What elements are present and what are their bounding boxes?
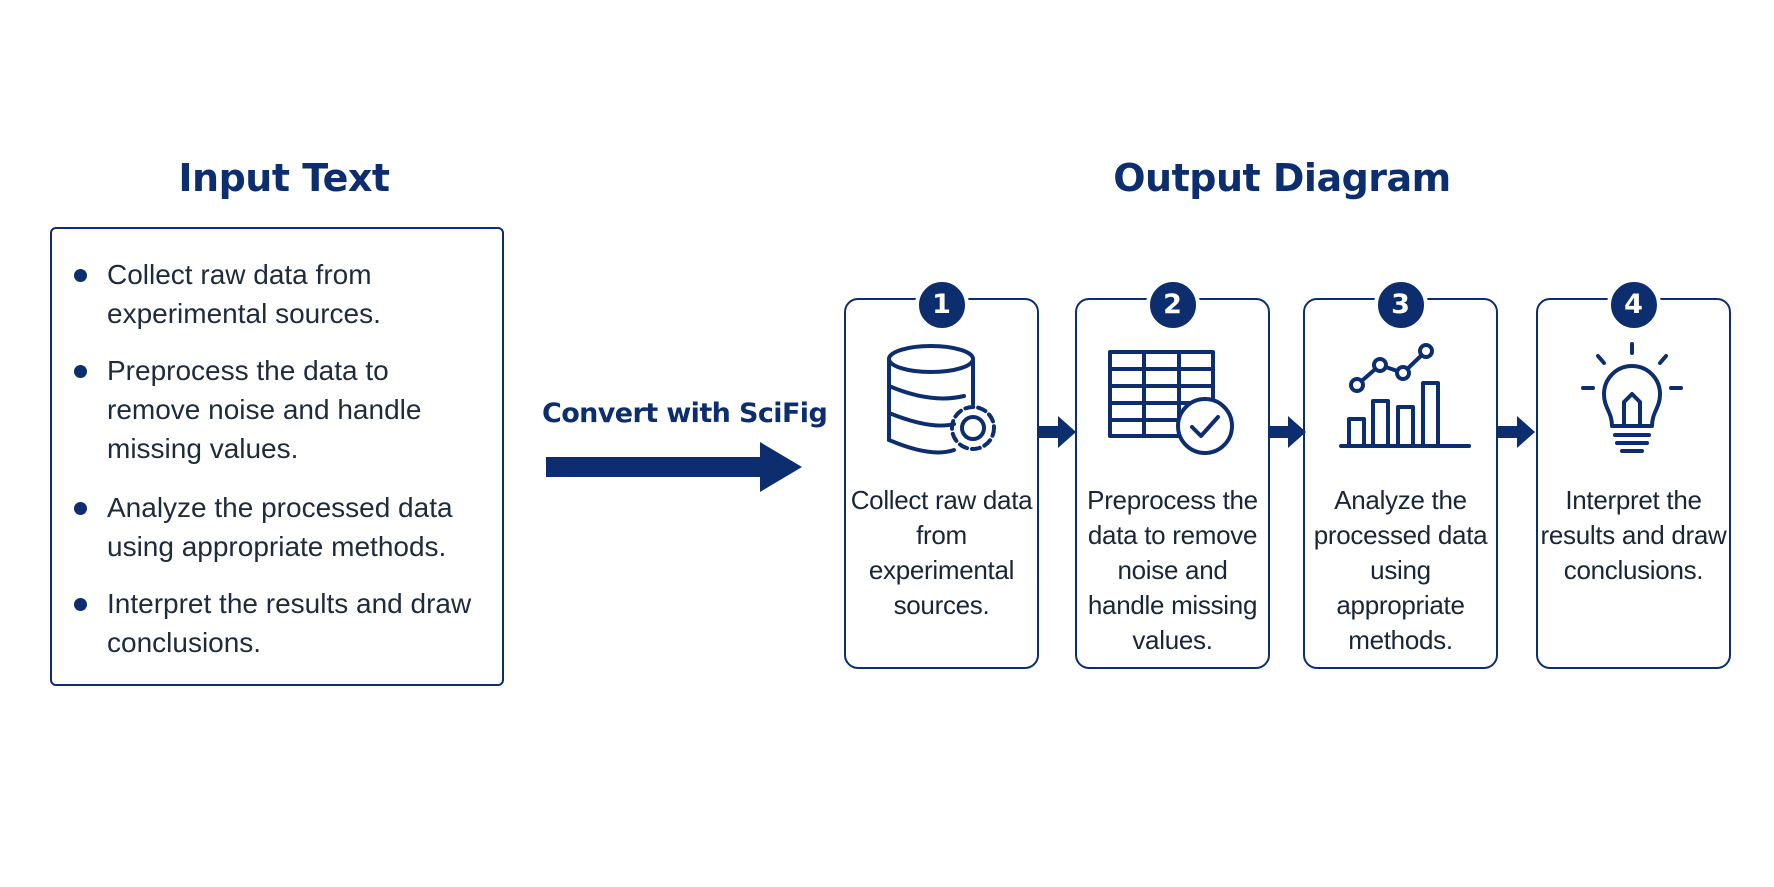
lightbulb-icon bbox=[1581, 342, 1683, 453]
list-item: Interpret the results and draw conclusio… bbox=[52, 584, 482, 662]
convert-label: Convert with SciFig bbox=[542, 398, 828, 429]
table-check-icon bbox=[1108, 350, 1234, 455]
step-card: 4 Interpret the results and draw conclus… bbox=[1536, 278, 1731, 669]
convert-arrow-icon bbox=[546, 442, 802, 492]
flow-arrow-icon bbox=[1268, 416, 1306, 448]
step-card: 3 Analyze the processed data using appro… bbox=[1303, 278, 1498, 669]
step-description: Analyze the processed data using appropr… bbox=[1313, 485, 1488, 655]
step-card: 2 Preprocess the data to remove noise an… bbox=[1075, 278, 1270, 669]
bullet-icon bbox=[74, 269, 87, 282]
input-text-heading: Input Text bbox=[178, 156, 390, 200]
step-card: 1 Collect raw data from experimental sou… bbox=[844, 278, 1039, 669]
step-number-badge: 3 bbox=[1373, 278, 1428, 332]
flow-arrow-icon bbox=[1497, 416, 1535, 448]
output-diagram-heading: Output Diagram bbox=[1113, 156, 1451, 200]
input-text-box: Collect raw data from experimental sourc… bbox=[50, 227, 504, 686]
list-item-text: Preprocess the data to remove noise and … bbox=[107, 355, 422, 464]
list-item: Analyze the processed data using appropr… bbox=[52, 488, 482, 566]
flow-arrow-icon bbox=[1038, 416, 1076, 448]
bullet-icon bbox=[74, 502, 87, 515]
step-description: Preprocess the data to remove noise and … bbox=[1087, 485, 1258, 655]
database-gear-icon bbox=[887, 344, 996, 455]
step-number-badge: 1 bbox=[914, 278, 969, 332]
list-item-text: Analyze the processed data using appropr… bbox=[107, 492, 453, 562]
step-description: Collect raw data from experimental sourc… bbox=[850, 485, 1033, 620]
input-text-list: Collect raw data from experimental sourc… bbox=[52, 229, 502, 662]
step-number-badge: 4 bbox=[1606, 278, 1661, 332]
list-item: Preprocess the data to remove noise and … bbox=[52, 351, 482, 468]
step-number-badge: 2 bbox=[1145, 278, 1200, 332]
list-item-text: Interpret the results and draw conclusio… bbox=[107, 588, 472, 658]
list-item-text: Collect raw data from experimental sourc… bbox=[107, 259, 381, 329]
step-description: Interpret the results and draw conclusio… bbox=[1540, 485, 1727, 585]
bullet-icon bbox=[74, 598, 87, 611]
bullet-icon bbox=[74, 365, 87, 378]
list-item: Collect raw data from experimental sourc… bbox=[52, 255, 482, 333]
bar-line-chart-icon bbox=[1339, 343, 1471, 448]
